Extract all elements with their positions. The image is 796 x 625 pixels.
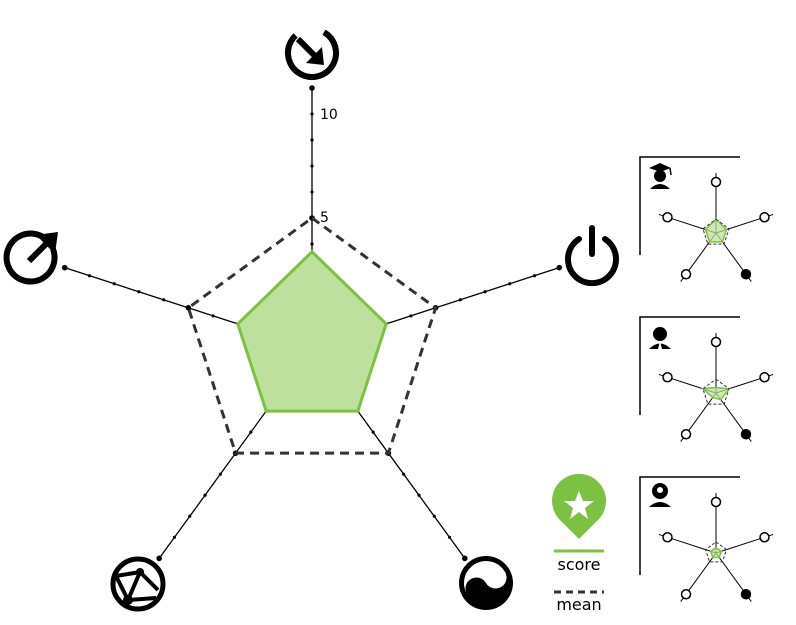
axis-tick (508, 282, 512, 286)
axis-tick (185, 305, 192, 311)
mini-exit-arrow-icon (662, 211, 673, 223)
mini-radar-idea (658, 493, 774, 602)
axis-tick (458, 298, 462, 302)
axis-tick (556, 264, 563, 271)
mini-exit-arrow-icon (662, 531, 673, 543)
axis-tick (417, 493, 421, 497)
graduate-avatar-icon (649, 163, 672, 189)
yin-yang-icon (459, 556, 513, 610)
network-sphere-icon (110, 556, 166, 612)
small-multiple-idea (639, 476, 740, 575)
axis-tick (61, 264, 68, 271)
mini-exit-arrow-icon (662, 371, 673, 383)
legend-mean-label: mean (556, 595, 601, 614)
axis-tick (483, 290, 487, 294)
axis-tick (402, 472, 406, 476)
mean-outline (704, 541, 728, 563)
axis-tick (310, 242, 314, 246)
mean-outline (702, 378, 730, 405)
axis-tick (310, 138, 314, 142)
legend-score-label: score (558, 555, 601, 574)
idea-avatar-icon (649, 483, 671, 507)
mini-yin-yang-icon (740, 269, 752, 280)
axis-tick (188, 514, 192, 518)
score-area (236, 249, 388, 413)
score-area (701, 386, 731, 401)
mini-radar-suit (658, 333, 774, 442)
mini-network-sphere-icon (680, 589, 692, 600)
mini-rotate-arrow-icon (710, 496, 722, 508)
mini-rotate-arrow-icon (710, 176, 722, 188)
axis-tick (310, 112, 314, 116)
tick-label-10: 10 (320, 107, 338, 123)
axis-tick (162, 298, 166, 302)
axis-tick (156, 555, 162, 562)
main-radar (61, 85, 563, 562)
axis-tick (137, 290, 141, 294)
mini-network-sphere-icon (680, 269, 692, 280)
score-area (709, 546, 723, 559)
mini-power-icon (759, 211, 770, 223)
axis-tick (112, 282, 116, 286)
mean-outline (186, 216, 438, 455)
mini-power-icon (759, 531, 770, 543)
star-pin-icon (552, 473, 606, 539)
axis-tick (249, 430, 253, 434)
axis-tick (432, 514, 436, 518)
suit-avatar-icon (649, 327, 671, 349)
axis-tick (309, 85, 315, 91)
axis-tick (211, 314, 215, 318)
axis-tick (462, 555, 468, 562)
axis-tick (87, 274, 92, 278)
exit-arrow-icon (3, 230, 58, 285)
mini-yin-yang-icon (740, 589, 752, 600)
mean-outline (702, 218, 730, 245)
axis-tick (218, 472, 222, 476)
axis-tick (310, 164, 314, 168)
legend: score mean (552, 473, 606, 614)
mini-network-sphere-icon (680, 429, 692, 440)
small-multiple-suit (639, 316, 740, 415)
axis-tick (409, 314, 413, 318)
tick-label-5: 5 (320, 210, 329, 226)
mini-rotate-arrow-icon (710, 336, 722, 348)
mini-power-icon (759, 371, 770, 383)
axis-tick (447, 535, 452, 539)
power-icon (565, 225, 619, 287)
rotate-arrow-icon (285, 26, 339, 80)
axis-tick (371, 430, 375, 434)
axis-tick (310, 190, 314, 194)
mini-radar-graduate (658, 173, 774, 282)
mini-yin-yang-icon (740, 429, 752, 440)
axis-tick (172, 535, 177, 539)
small-multiple-graduate (639, 156, 740, 255)
axis-tick (203, 493, 207, 497)
score-area (704, 218, 728, 243)
axis-tick (532, 274, 537, 278)
